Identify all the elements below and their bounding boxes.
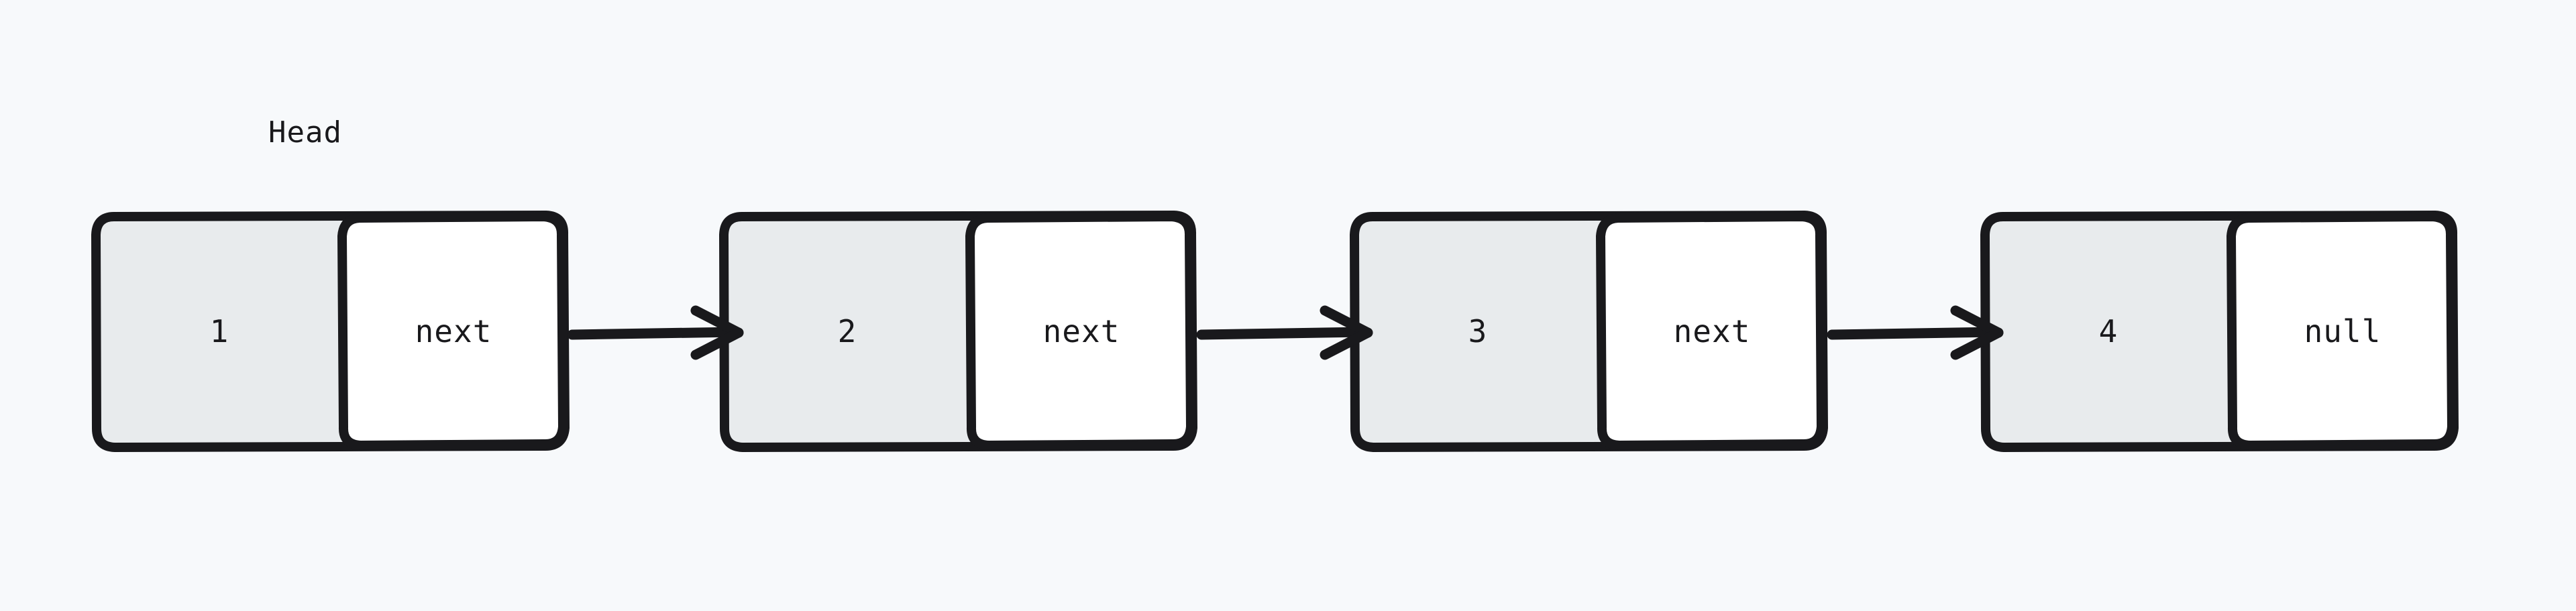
node-next-2: next xyxy=(1042,313,1120,349)
node-value-3: 3 xyxy=(1468,313,1488,349)
node-value-4: 4 xyxy=(2098,313,2118,349)
node-value-2: 2 xyxy=(837,313,857,349)
node-next-4: null xyxy=(2304,313,2381,349)
arrow-1-to-2 xyxy=(572,311,739,355)
node-value-1: 1 xyxy=(209,313,229,349)
node-next-1: next xyxy=(415,313,492,349)
node-next-3: next xyxy=(1673,313,1751,349)
arrow-2-to-3 xyxy=(1201,311,1368,355)
head-label: Head xyxy=(268,115,342,150)
arrow-3-to-4 xyxy=(1832,311,1998,355)
